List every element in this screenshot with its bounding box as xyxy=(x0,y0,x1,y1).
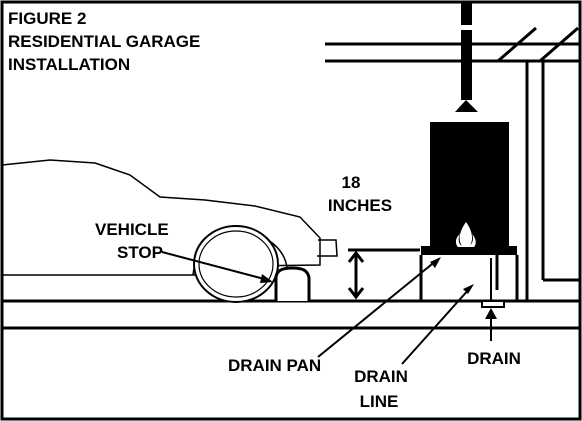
vehicle-tire xyxy=(193,225,279,303)
flue-vent-pipe xyxy=(455,3,478,112)
flame-icon xyxy=(455,222,476,247)
drain-line-label-line1: DRAIN xyxy=(354,367,408,386)
vehicle-stop-block xyxy=(274,266,311,301)
vehicle-stop-label-line2: STOP xyxy=(117,243,163,262)
drain-line-label-line2: LINE xyxy=(360,392,399,411)
figure-number: FIGURE 2 xyxy=(8,9,86,28)
drain-pan-arrowhead xyxy=(430,257,441,268)
drain-pan-stand xyxy=(419,255,519,301)
drain-pan-label: DRAIN PAN xyxy=(228,356,321,375)
ceiling-joists xyxy=(325,26,580,63)
garage-wall xyxy=(525,61,580,300)
figure-subtitle: INSTALLATION xyxy=(8,55,130,74)
drain-label: DRAIN xyxy=(467,349,521,368)
figure-title: RESIDENTIAL GARAGE xyxy=(8,32,200,51)
drain-fitting xyxy=(481,258,505,308)
vehicle-stop-arrowhead xyxy=(260,274,273,283)
drain-line-arrowhead xyxy=(463,284,474,294)
clearance-unit: INCHES xyxy=(328,196,392,215)
clearance-dimension xyxy=(347,248,420,300)
drain-arrowhead xyxy=(485,308,497,319)
clearance-value: 18 xyxy=(342,173,361,192)
vehicle-stop-label-line1: VEHICLE xyxy=(95,220,169,239)
water-heater xyxy=(421,122,517,255)
